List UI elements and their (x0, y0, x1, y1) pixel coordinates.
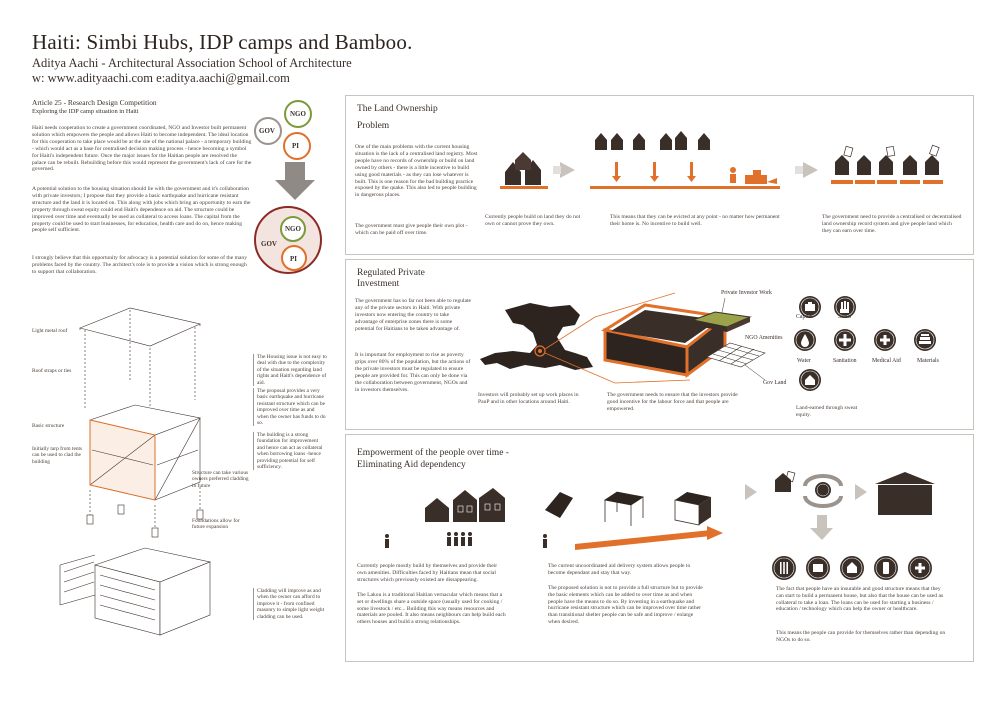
icon-education (806, 556, 830, 580)
label-basic-structure: Basic structure (32, 423, 65, 429)
panel2-title-2: Investment (357, 279, 400, 289)
venn-diagram (254, 100, 322, 274)
icon-agriculture (772, 556, 796, 580)
panel1-caption-3: The government need to provide a central… (822, 214, 962, 234)
panel1-title: The Land Ownership (357, 104, 438, 114)
label-initial-tarp: Initially tarp from tents can be used to… (32, 446, 83, 465)
axonometric-structure-drawing (59, 307, 212, 636)
panel-empowerment (345, 434, 974, 662)
label-land-earned: Land-earned through sweat equity. (796, 405, 858, 418)
label-medical-aid: Medical Aid (872, 358, 901, 364)
label-materials: Materials (917, 358, 939, 364)
venn-ngo-label: NGO (290, 110, 306, 118)
panel2-title: Regulated Private (357, 268, 425, 278)
panel2-body-2: It is important for employment to rise a… (355, 352, 471, 393)
label-ngo-amenities: NGO Amenities (745, 335, 783, 341)
icon-health (908, 556, 932, 580)
contact-line: w: www.adityaachi.com e:aditya.aachi@gma… (32, 71, 290, 85)
icon-medical-aid (874, 329, 896, 351)
label-cladding-future: Structure can take various owners prefer… (192, 470, 249, 489)
panel3-title: Empowerment of the people over time - (357, 448, 509, 458)
label-water: Water (797, 358, 811, 364)
label-foundations: Foundations allow for future expansion (192, 518, 240, 531)
panel2-caption-map: Investors will probably set up work plac… (478, 392, 579, 405)
icon-land-earned (799, 369, 821, 391)
left-subtitle: Exploring the IDP camp situation in Hait… (32, 108, 139, 115)
panel1-caption-1: Currently people build on land they do n… (485, 214, 581, 227)
icon-capital (799, 296, 821, 318)
panel3-title-2: Eliminating Aid dependency (357, 460, 466, 470)
icon-materials (914, 329, 936, 351)
icon-phone (874, 556, 898, 580)
icon-skills (834, 296, 856, 318)
panel3-col3-b: This means the people can provide for th… (776, 630, 946, 643)
venn-pi-label: PI (292, 142, 299, 150)
panel3-col3-a: The fact that people have an insurable a… (776, 586, 944, 613)
icon-shop (840, 556, 864, 580)
note-strong-foundation: The building is a strong foundation for … (253, 432, 327, 471)
label-light-metal-roof: Light metal roof (32, 328, 68, 334)
venn-pi-label-2: PI (290, 255, 297, 263)
panel3-col1-a: Currently people mostly build by themsel… (357, 563, 498, 583)
venn-gov-label: GOV (259, 127, 275, 135)
panel3-col2-a: The current uncoordinated aid delivery s… (548, 563, 691, 576)
panel1-subtitle: Problem (357, 121, 390, 131)
icon-sanitation (834, 329, 856, 351)
label-capital: Capital (796, 314, 813, 320)
bank-icon (875, 472, 935, 515)
note-housing-issue: The Housing issue is not easy to deal wi… (253, 354, 327, 387)
author-line: Aditya Aachi - Architectural Association… (32, 56, 352, 70)
land-ownership-diagram (500, 131, 943, 189)
icon-water (794, 329, 816, 351)
left-para-1: Haiti needs cooperation to create a gove… (32, 125, 252, 173)
poster-title: Haiti: Simbi Hubs, IDP camps and Bamboo. (32, 30, 413, 54)
haiti-map (480, 303, 593, 370)
panel1-body-2: The government must give people their ow… (355, 223, 468, 236)
panel2-body: The government has so far not been able … (355, 298, 472, 332)
panel3-col2-b: The proposed solution is not to provide … (548, 585, 703, 625)
venn-separate (254, 100, 312, 160)
label-sanitation: Sanitation (833, 358, 857, 364)
loan-use-icons (772, 556, 932, 580)
panel1-body: One of the main problems with the curren… (355, 144, 478, 199)
panel2-caption-mid: The government needs to ensure that the … (607, 392, 738, 412)
competition-title: Article 25 - Research Design Competition (32, 98, 157, 107)
empowerment-diagram (385, 470, 935, 550)
label-private-investor-work: Private Investor Work (721, 290, 772, 296)
left-para-2: A potential solution to the housing situ… (32, 186, 251, 234)
venn-gov-label-2: GOV (261, 240, 277, 248)
down-arrow (275, 162, 315, 200)
money-cycle-icon (803, 474, 843, 508)
label-gov-land: Gov Land (763, 380, 787, 386)
investment-diagram (480, 292, 936, 391)
venn-ngo-label-2: NGO (285, 225, 301, 233)
label-skills: Skills (838, 314, 852, 320)
panel1-caption-2: This means that they can be evicted at a… (610, 214, 780, 227)
label-roof-straps: Roof straps or ties (32, 368, 72, 374)
note-proposal: The proposal provides a very basic earth… (253, 388, 327, 427)
label-cladding-improve: Cladding will improve as and when the ow… (253, 588, 327, 621)
panel3-col1-b: The Lakou is a traditional Haitian verna… (357, 592, 506, 626)
left-para-3: I strongly believe that this opportunity… (32, 255, 248, 275)
